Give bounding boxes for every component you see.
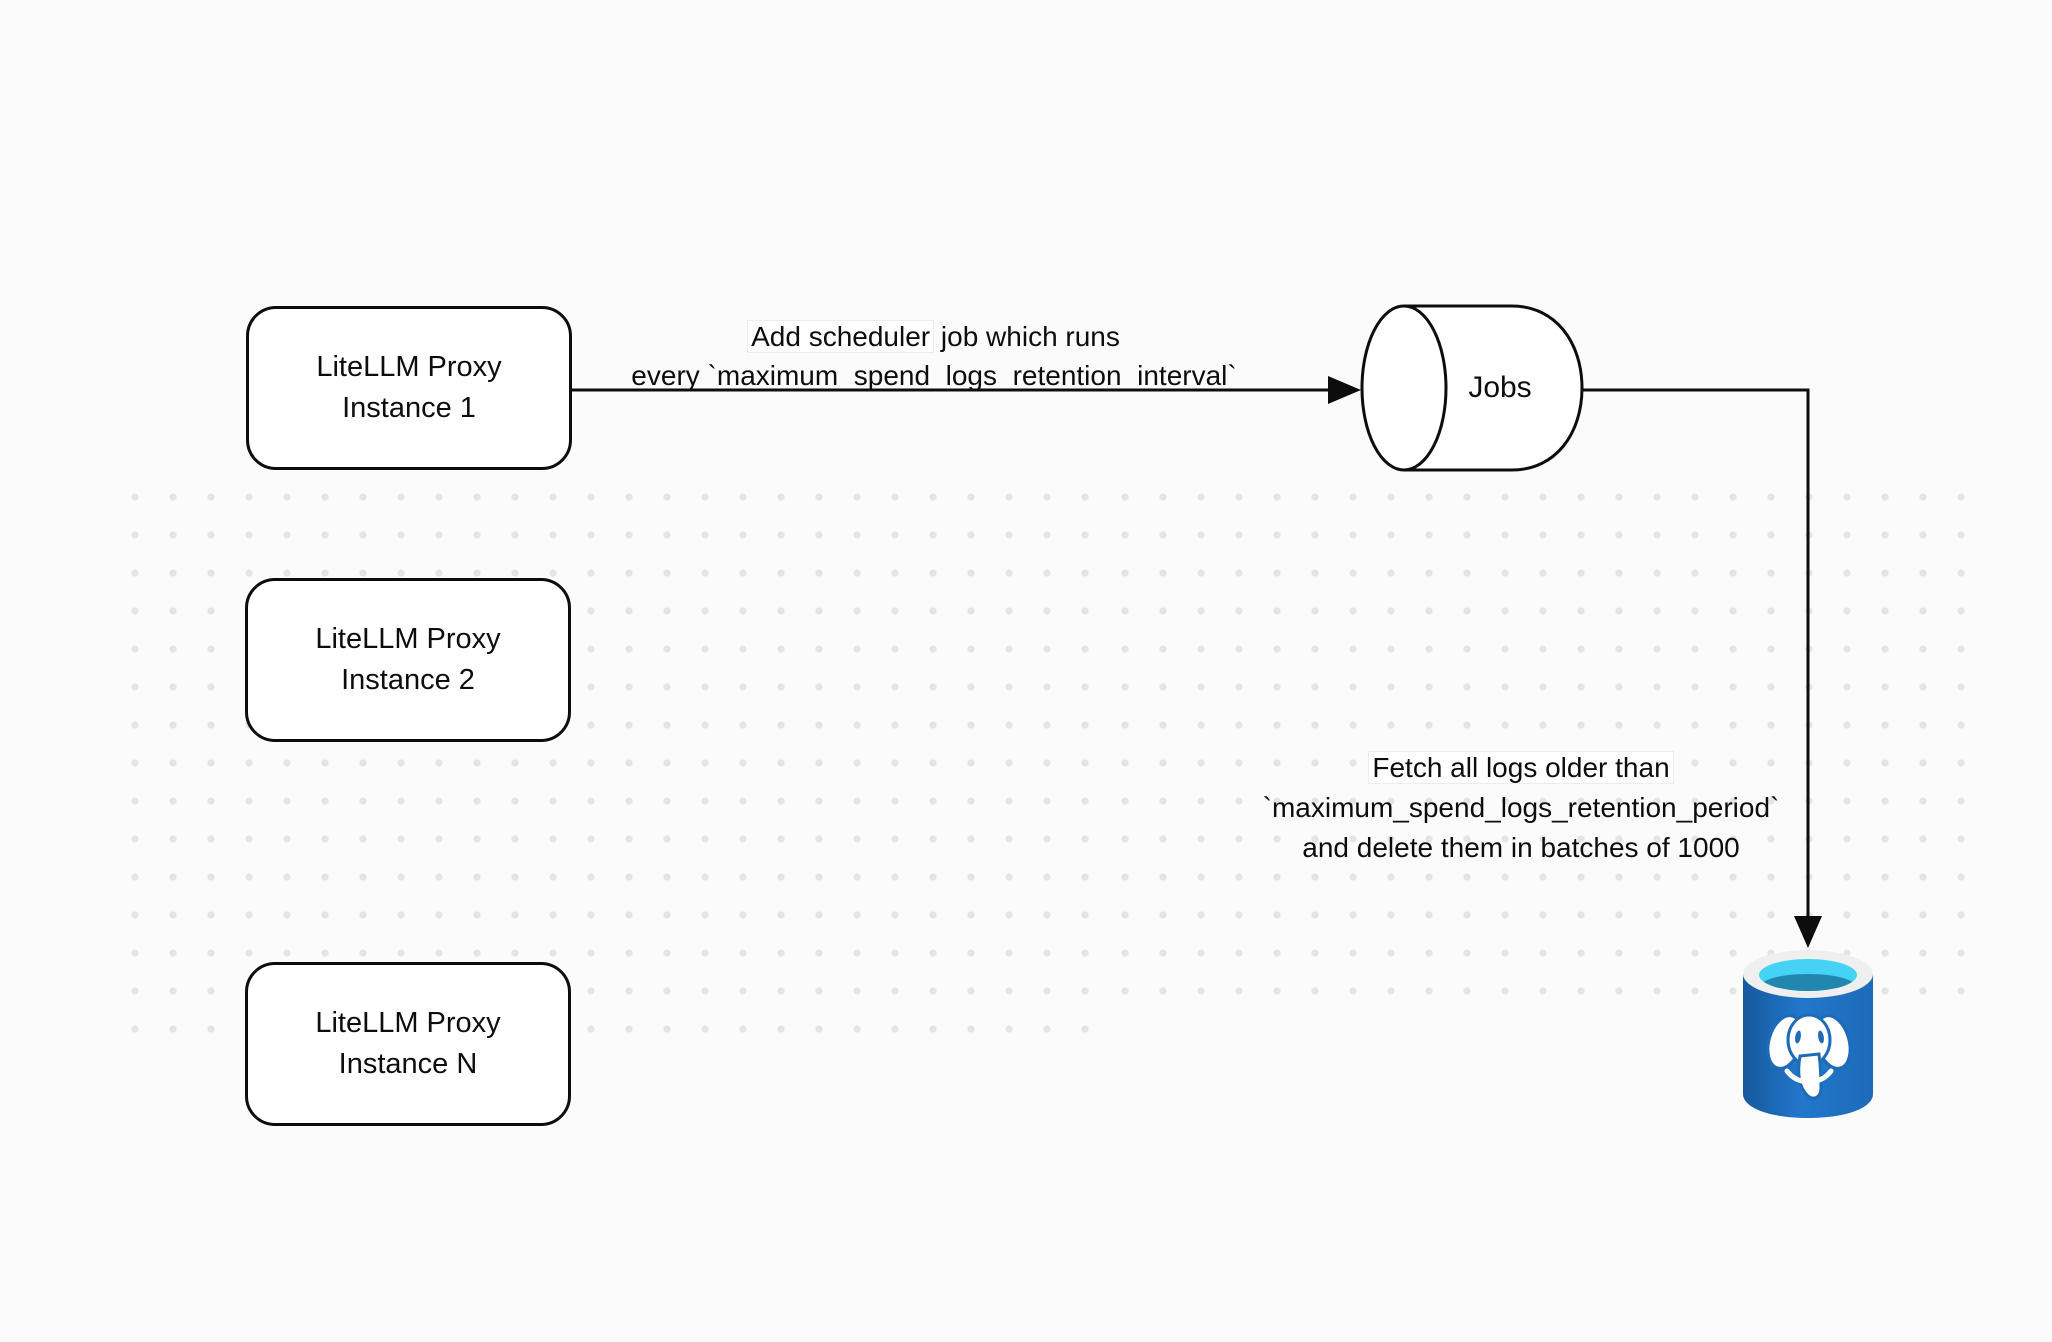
fetch-edge-label: Fetch all logs older than `maximum_spend… [1238, 748, 1804, 868]
node-label-line: Instance 2 [341, 664, 475, 696]
arrowhead-right-icon [1328, 376, 1361, 404]
fetch-edge-label-line2: `maximum_spend_logs_retention_period` [1262, 792, 1780, 823]
node-litellm-proxy-instance-2: LiteLLM Proxy Instance 2 [245, 578, 571, 742]
postgresql-database-icon [1743, 950, 1873, 1118]
postgres-elephant-details [1784, 1030, 1834, 1084]
scheduler-edge-label-line2: every `maximum_spend_logs_retention_inte… [631, 360, 1237, 391]
jobs-cylinder [1360, 304, 1584, 472]
database-cylinder-liquid-shade [1761, 974, 1855, 991]
dot-grid-right [1106, 478, 1980, 1010]
jobs-to-database-arrow [1582, 388, 1822, 948]
node-litellm-proxy-instance-1: LiteLLM Proxy Instance 1 [246, 306, 572, 470]
node-litellm-proxy-instance-n: LiteLLM Proxy Instance N [245, 962, 571, 1126]
scheduler-arrow [572, 376, 1361, 404]
node-label-line: LiteLLM Proxy [316, 351, 502, 383]
node-label-line: Instance N [338, 1048, 478, 1080]
jobs-node-label: Jobs [1468, 371, 1532, 404]
dot-grid-left [116, 478, 1106, 1050]
scheduler-edge-label: Add scheduler job which runs every `maxi… [609, 317, 1259, 395]
postgres-elephant-icon [1766, 1013, 1852, 1100]
fetch-edge-label-line3: and delete them in batches of 1000 [1302, 832, 1740, 863]
scheduler-edge-label-rest: job which runs [933, 321, 1120, 352]
scheduler-edge-label-line1: Add scheduler job which runs [609, 317, 1259, 356]
node-label-line: LiteLLM Proxy [315, 1007, 501, 1039]
fetch-edge-label-line1: Fetch all logs older than [1238, 748, 1804, 788]
node-label-line: LiteLLM Proxy [315, 623, 501, 655]
node-label-line: Instance 1 [342, 392, 476, 424]
arrowhead-down-icon [1794, 916, 1822, 948]
scheduler-edge-label-highlight: Add scheduler [748, 321, 934, 352]
fetch-edge-label-line1-text: Fetch all logs older than [1369, 752, 1673, 783]
